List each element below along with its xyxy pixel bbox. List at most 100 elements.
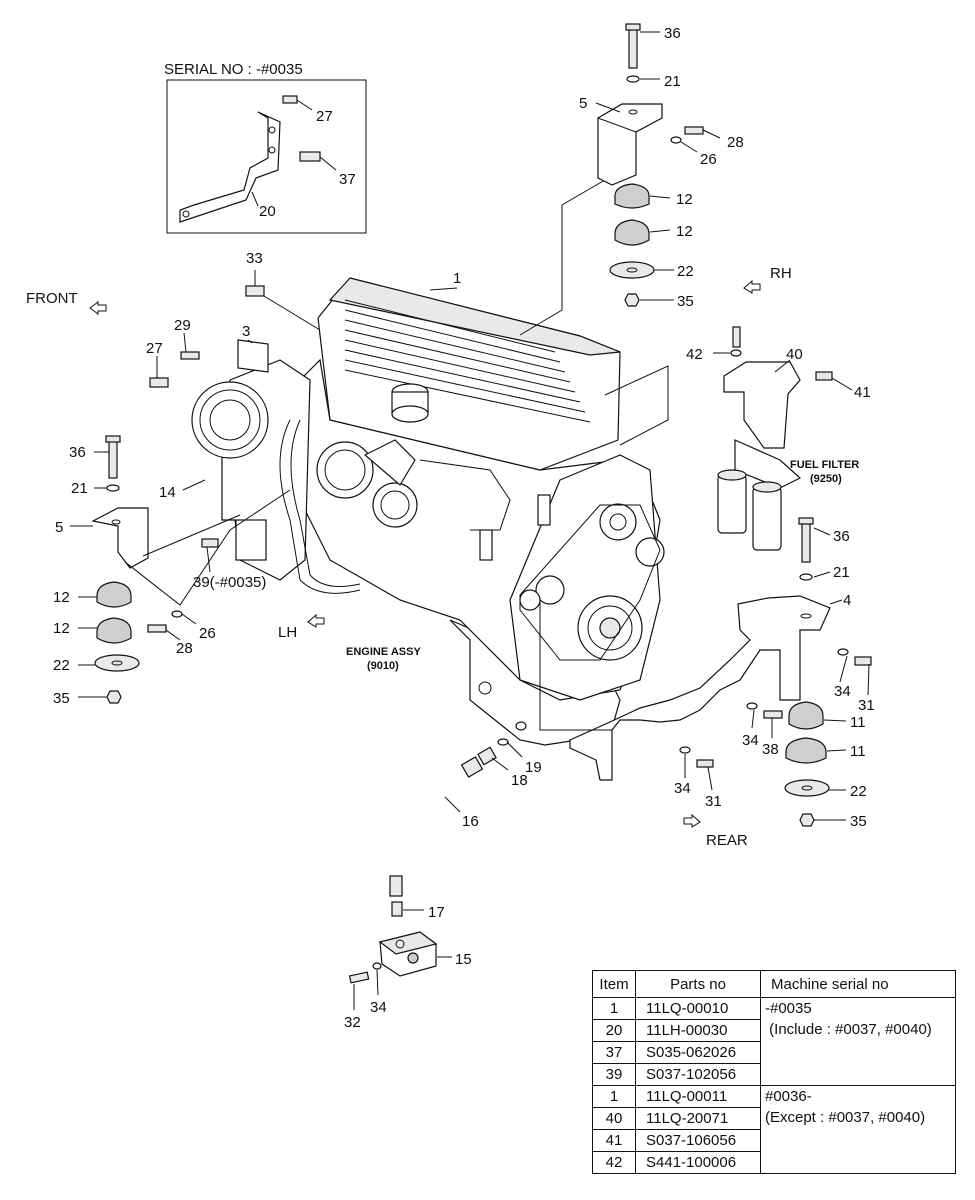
callout-36-left: 36 <box>69 444 86 461</box>
lh-label: LH <box>278 624 297 641</box>
callout-12-left-a: 12 <box>53 589 70 606</box>
callout-11-b: 11 <box>850 743 866 760</box>
callout-39: 39(-#0035) <box>193 574 266 591</box>
callout-19: 19 <box>525 759 542 776</box>
left-mount: 33 29 3 27 36 21 14 5 39(-#0035) 12 12 2… <box>53 250 321 707</box>
callout-34-right-a: 34 <box>834 683 851 700</box>
inset-serial-box: SERIAL NO : -#0035 27 37 20 <box>164 61 367 234</box>
lh-arrow-icon <box>307 613 325 628</box>
table-row: 1 11LQ-00011 #0036- (Except : #0037, #00… <box>592 1085 956 1174</box>
callout-28-top: 28 <box>727 134 744 151</box>
callout-31-right-b: 31 <box>705 793 722 810</box>
header-machine-serial: Machine serial no <box>760 970 956 998</box>
callout-28-left: 28 <box>176 640 193 657</box>
direction-front: FRONT <box>26 290 107 315</box>
callout-12-top-b: 12 <box>676 223 693 240</box>
parts-table: Item Parts no Machine serial no 1 11LQ-0… <box>592 970 956 1174</box>
callout-29: 29 <box>174 317 191 334</box>
callout-12-left-b: 12 <box>53 620 70 637</box>
table-row: 1 11LQ-00010 -#0035 (Include : #0037, #0… <box>592 997 956 1086</box>
callout-16: 16 <box>462 813 479 830</box>
callout-41: 41 <box>854 384 871 401</box>
table-row: 39 S037-102056 <box>592 1063 956 1086</box>
table-header-row: Item Parts no Machine serial no <box>592 970 956 998</box>
table-row: 42 S441-100006 <box>592 1151 956 1174</box>
callout-35-right: 35 <box>850 813 867 830</box>
inset-callout-37: 37 <box>339 171 356 188</box>
row-item: 41 <box>592 1129 636 1152</box>
serial-group-2-line-2: (Except : #0037, #0040) <box>765 1109 926 1126</box>
callout-35-top: 35 <box>677 293 694 310</box>
callout-26-top: 26 <box>700 151 717 168</box>
row-part-no: 11LQ-00010 <box>635 997 761 1020</box>
serial-group-2-line-1: #0036- <box>765 1088 812 1105</box>
callout-27-left: 27 <box>146 340 163 357</box>
drain-assembly: 19 18 16 17 15 34 32 <box>344 721 542 1031</box>
right-mount: 36 21 4 34 31 11 34 38 11 22 35 34 31 <box>539 517 875 830</box>
callout-32: 32 <box>344 1014 361 1031</box>
callout-36-top: 36 <box>664 25 681 42</box>
inset-callout-20: 20 <box>259 203 276 220</box>
row-part-no: 11LH-00030 <box>635 1019 761 1042</box>
fuel-filter-assembly: 42 40 41 FUEL FILTER (9250) <box>686 326 871 551</box>
row-part-no: S035-062026 <box>635 1041 761 1064</box>
callout-15: 15 <box>455 951 472 968</box>
serial-group-1-line-2: (Include : #0037, #0040) <box>765 1021 932 1038</box>
callout-18: 18 <box>511 772 528 789</box>
callout-5-left: 5 <box>55 519 63 536</box>
table-row: 37 S035-062026 <box>592 1041 956 1064</box>
front-arrow-icon <box>89 301 107 315</box>
callout-12-top-a: 12 <box>676 191 693 208</box>
callout-3: 3 <box>242 323 250 340</box>
callout-5-top: 5 <box>579 95 587 112</box>
row-part-no: S037-102056 <box>635 1063 761 1086</box>
callout-14: 14 <box>159 484 176 501</box>
direction-rh: RH <box>743 265 792 294</box>
table-row: 40 11LQ-20071 <box>592 1107 956 1130</box>
row-item: 42 <box>592 1151 636 1174</box>
rear-arrow-icon <box>683 813 701 828</box>
serial-group-1: -#0035 (Include : #0037, #0040) <box>760 997 956 1086</box>
fuel-filter-code: (9250) <box>810 473 842 485</box>
row-item: 20 <box>592 1019 636 1042</box>
row-item: 1 <box>592 997 636 1020</box>
callout-21-left: 21 <box>71 480 88 497</box>
callout-21-right: 21 <box>833 564 850 581</box>
callout-34-right-c: 34 <box>674 780 691 797</box>
row-part-no: 11LQ-20071 <box>635 1107 761 1130</box>
row-part-no: 11LQ-00011 <box>635 1085 761 1108</box>
engine-callout-1: 1 <box>453 270 461 287</box>
row-item: 39 <box>592 1063 636 1086</box>
callout-31-right-a: 31 <box>858 697 875 714</box>
callout-33: 33 <box>246 250 263 267</box>
header-item: Item <box>592 970 636 998</box>
direction-rear: REAR <box>683 813 748 849</box>
front-label: FRONT <box>26 290 78 307</box>
callout-36-right: 36 <box>833 528 850 545</box>
callout-42: 42 <box>686 346 703 363</box>
callout-22-top: 22 <box>677 263 694 280</box>
callout-35-left: 35 <box>53 690 70 707</box>
serial-group-1-line-1: -#0035 <box>765 1000 812 1017</box>
top-right-mount: 36 21 5 28 26 12 12 22 35 <box>579 23 744 310</box>
rear-label: REAR <box>706 832 748 849</box>
engine-assy-code: (9010) <box>367 660 399 672</box>
rh-arrow-icon <box>743 279 761 294</box>
rh-label: RH <box>770 265 792 282</box>
serial-group-2: #0036- (Except : #0037, #0040) <box>760 1085 956 1174</box>
callout-22-right: 22 <box>850 783 867 800</box>
direction-lh: LH <box>278 613 325 641</box>
inset-title: SERIAL NO : -#0035 <box>164 61 303 78</box>
callout-4: 4 <box>843 592 851 609</box>
callout-40: 40 <box>786 346 803 363</box>
row-part-no: S441-100006 <box>635 1151 761 1174</box>
row-part-no: S037-106056 <box>635 1129 761 1152</box>
callout-22-left: 22 <box>53 657 70 674</box>
engine-assembly: 1 ENGINE ASSY (9010) <box>191 270 665 746</box>
inset-callout-27: 27 <box>316 108 333 125</box>
row-item: 37 <box>592 1041 636 1064</box>
row-item: 40 <box>592 1107 636 1130</box>
callout-34-right-b: 34 <box>742 732 759 749</box>
fuel-filter-name: FUEL FILTER <box>790 459 859 471</box>
